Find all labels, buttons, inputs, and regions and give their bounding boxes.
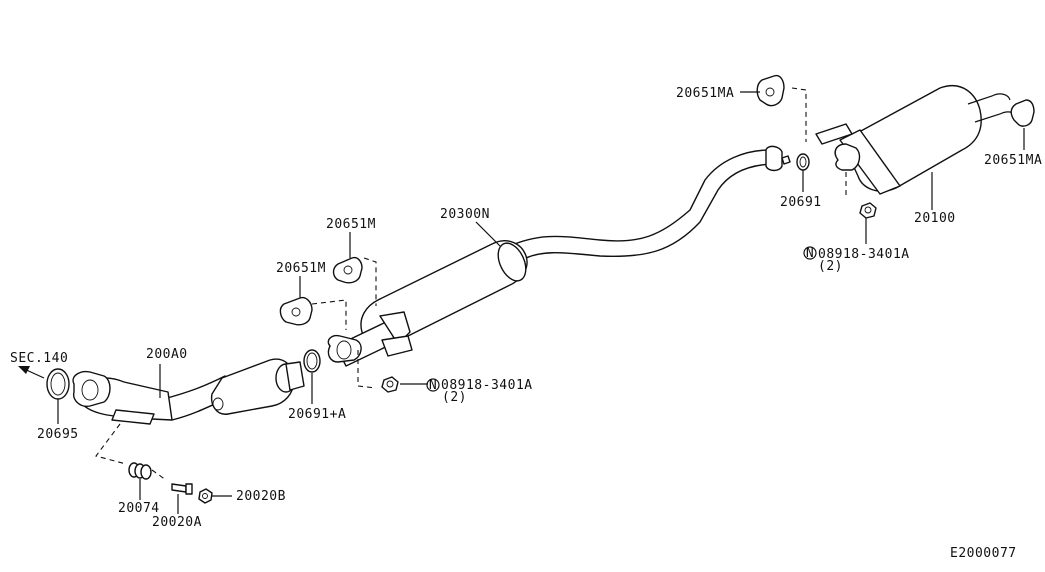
- assembly-lines: [95, 87, 847, 481]
- label-nut-front-qty: (2): [442, 390, 467, 405]
- svg-text:N: N: [429, 378, 437, 393]
- hanger-rubber-20651MA-right: [1010, 99, 1035, 127]
- label-nut-front-code: 08918-3401A: [441, 378, 533, 393]
- label-20651MA-left: 20651MA: [676, 86, 734, 101]
- front-tube-catalyst: [72, 358, 305, 425]
- rear-flange-center: [765, 145, 791, 172]
- label-20100: 20100: [914, 211, 956, 226]
- gasket-20691A: [303, 349, 321, 373]
- label-20691: 20691: [780, 195, 822, 210]
- center-tube: [504, 149, 773, 261]
- nut-20020B: [198, 488, 213, 504]
- hanger-rubber-20651M-lower: [279, 296, 313, 326]
- hanger-rubber-20651M-upper: [332, 256, 363, 284]
- front-flange-center: [327, 334, 362, 363]
- main-muffler: [815, 85, 1019, 195]
- n-symbol-rear: N: [803, 246, 817, 261]
- nut-front: [381, 376, 399, 393]
- label-20020B: 20020B: [236, 489, 286, 504]
- spring-20074: [128, 462, 152, 480]
- bolt-20020A: [171, 483, 193, 495]
- n-symbol-front: N: [426, 378, 440, 393]
- svg-text:N: N: [806, 246, 814, 261]
- sec140-arrow: [18, 366, 45, 379]
- hanger-rubber-20651MA-left: [756, 74, 785, 107]
- label-nut-rear-qty: (2): [818, 259, 843, 274]
- nut-rear: [859, 202, 877, 219]
- label-20695: 20695: [37, 427, 79, 442]
- label-200A0: 200A0: [146, 347, 188, 362]
- label-sec140: SEC.140: [10, 351, 68, 366]
- gasket-20695: [46, 368, 70, 400]
- drawing-id: E2000077: [950, 546, 1017, 561]
- label-20651M-lower: 20651M: [276, 261, 326, 276]
- label-20651M-upper: 20651M: [326, 217, 376, 232]
- label-20020A: 20020A: [152, 515, 202, 530]
- label-20300N: 20300N: [440, 207, 490, 222]
- label-nut-rear-code: 08918-3401A: [818, 247, 910, 262]
- label-20074: 20074: [118, 501, 160, 516]
- leader-lines: [57, 91, 1025, 514]
- gasket-20691: [796, 153, 810, 171]
- label-20651MA-right: 20651MA: [984, 153, 1042, 168]
- label-20691A: 20691+A: [288, 407, 346, 422]
